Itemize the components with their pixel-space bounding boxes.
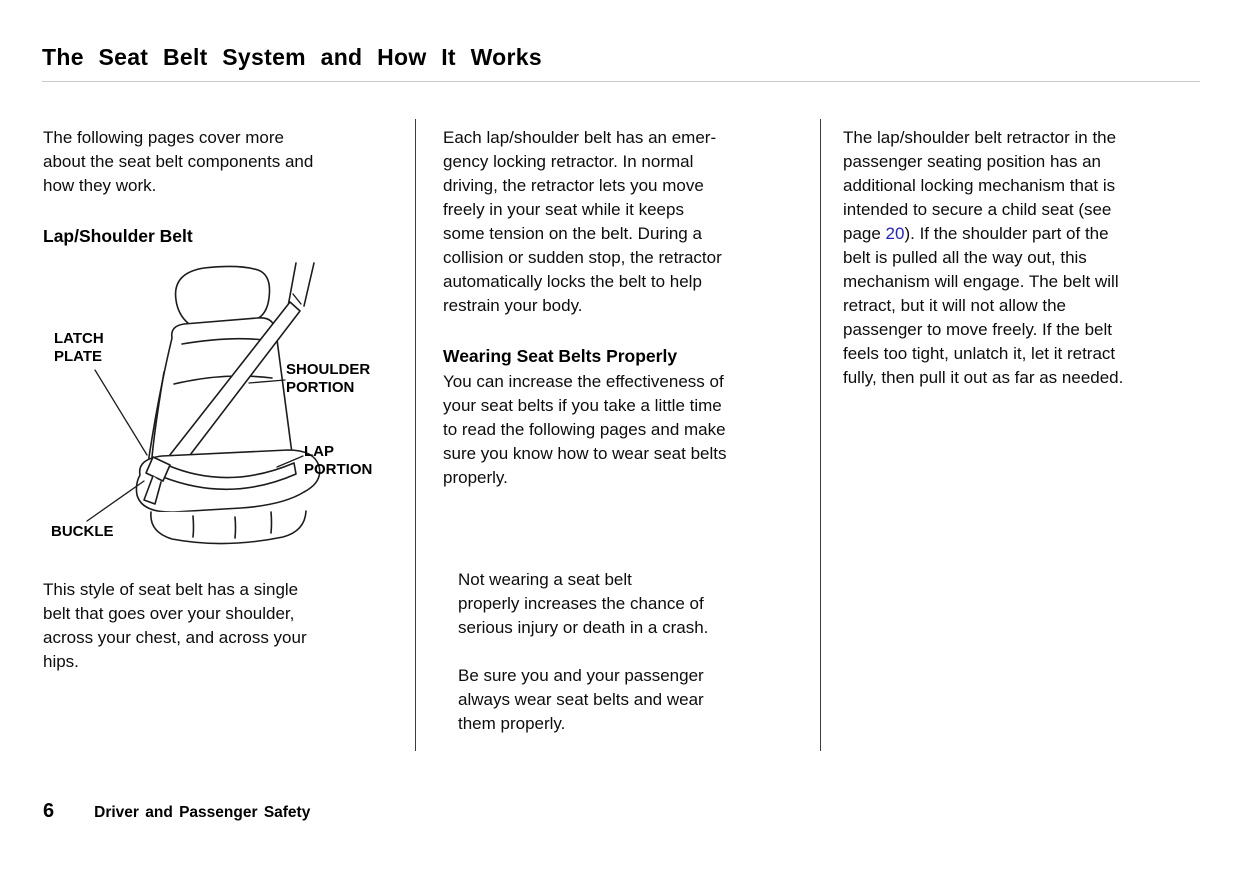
page-number: 6 [43,800,55,822]
paragraph-text-before-link: The lap/shoulder belt retractor in the p… [843,128,1117,243]
effectiveness-paragraph: You can increase the effectiveness of yo… [443,372,727,487]
passenger-retractor-paragraph: The lap/shoulder belt retractor in the p… [843,126,1209,390]
warning-note-2: Be sure you and your passenger always we… [458,666,704,733]
seat-illustration [86,262,321,545]
belt-style-paragraph: This style of seat belt has a single bel… [43,580,307,671]
latch-plate-label: LATCH PLATE [54,330,104,365]
lap-portion-label: LAP PORTION [304,443,373,478]
column-divider-1 [415,119,416,751]
middle-column: Each lap/shoulder belt has an emer- genc… [443,126,805,736]
warning-note-1: Not wearing a seat belt properly increas… [458,570,709,637]
shoulder-portion-label: SHOULDER PORTION [286,361,371,396]
column-divider-2 [820,119,821,751]
buckle-label: BUCKLE [51,523,114,540]
lap-shoulder-belt-heading: Lap/Shoulder Belt [43,226,193,246]
wearing-seat-belts-heading: Wearing Seat Belts Properly [443,346,678,366]
right-column: The lap/shoulder belt retractor in the p… [843,126,1209,390]
seat-belt-diagram: LATCH PLATE SHOULDER PORTION LAP PORTION… [43,260,401,552]
title-divider [42,81,1200,82]
page-footer: 6 Driver and Passenger Safety [43,800,310,823]
retractor-paragraph: Each lap/shoulder belt has an emer- genc… [443,128,722,315]
page-20-link[interactable]: 20 [885,224,905,243]
intro-paragraph: The following pages cover more about the… [43,128,314,195]
footer-section-title: Driver and Passenger Safety [94,804,311,821]
page-title: The Seat Belt System and How It Works [42,44,542,70]
left-column: The following pages cover more about the… [43,126,405,674]
paragraph-text-after-link: ). If the shoulder part of the belt is p… [843,224,1124,387]
